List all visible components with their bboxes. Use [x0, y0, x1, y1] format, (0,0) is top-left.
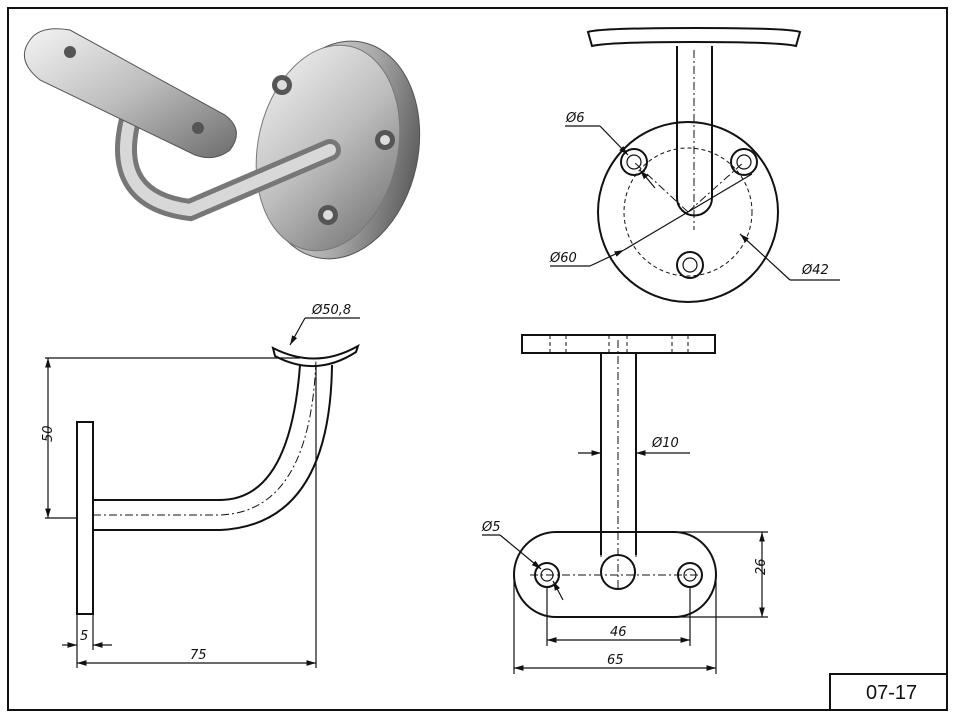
top-view: Ø10 Ø5 26 46 65	[481, 334, 769, 674]
dim-stem-dia: Ø10	[651, 436, 679, 451]
dim-height: 50	[41, 425, 56, 442]
dim-bolt-circle-dia: Ø42	[801, 263, 829, 278]
front-view: Ø6 Ø60 Ø42	[549, 26, 840, 303]
drawing-border	[7, 7, 948, 711]
dim-hole-spacing: 46	[610, 625, 627, 640]
mounting-hole	[730, 148, 758, 176]
mounting-hole	[620, 148, 648, 176]
title-block: 07-17	[829, 673, 948, 711]
mounting-hole	[676, 251, 704, 279]
isometric-render	[23, 28, 421, 260]
dim-hole-dia-small: Ø5	[481, 520, 501, 535]
side-view: 50 Ø50,8 5 75	[41, 303, 360, 668]
dim-hole-dia: Ø6	[565, 111, 585, 126]
dim-plate-thickness: 5	[80, 629, 88, 644]
drawing-number: 07-17	[866, 682, 917, 704]
dim-reach: 75	[190, 648, 207, 663]
dim-saddle-dia: Ø50,8	[311, 303, 351, 318]
dim-length: 65	[607, 653, 624, 668]
dim-width: 26	[754, 558, 769, 575]
dim-flange-dia: Ø60	[549, 251, 577, 266]
